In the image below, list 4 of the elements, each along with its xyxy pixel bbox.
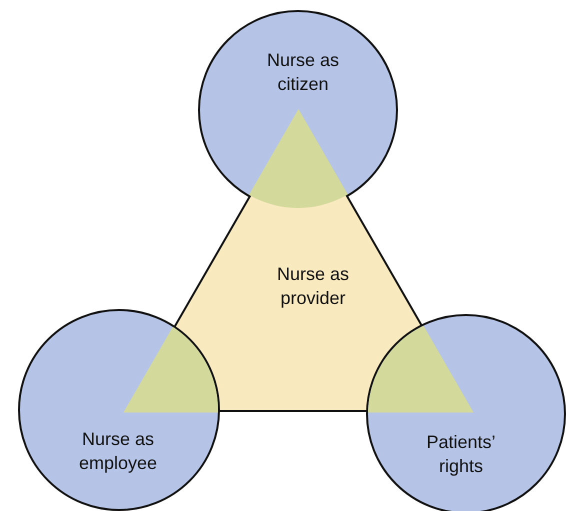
node-label: Nurse as citizen (266, 49, 340, 96)
node-label: Patients’ rights (425, 431, 497, 478)
node-label: Nurse as provider (276, 263, 350, 310)
node-label: Nurse as employee (78, 428, 158, 475)
